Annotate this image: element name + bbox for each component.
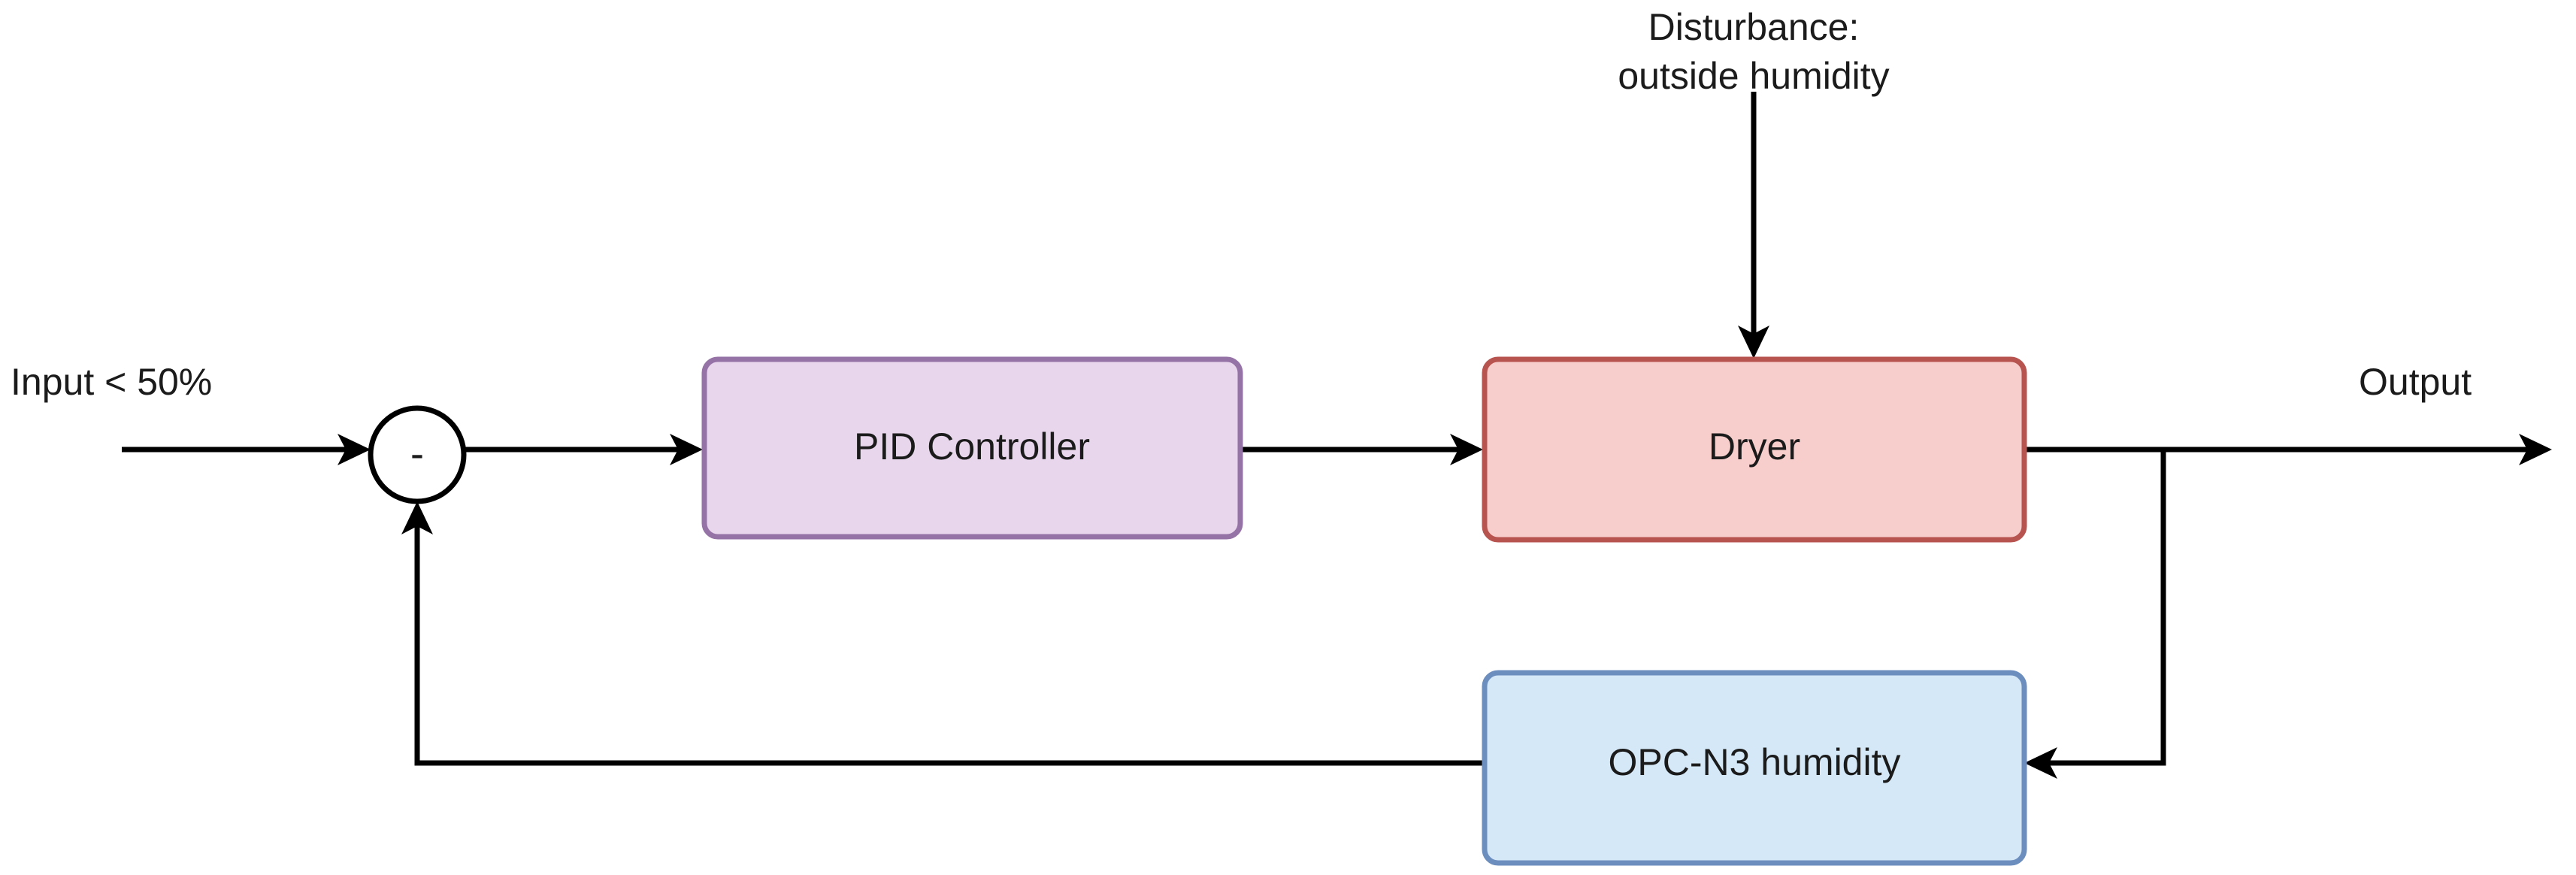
block-opc-n3-humidity[interactable]: OPC-N3 humidity bbox=[1482, 670, 2027, 866]
dryer-label: Dryer bbox=[1709, 425, 1800, 468]
dryer-rect bbox=[1482, 356, 2027, 543]
summing-junction-sign: - bbox=[410, 431, 424, 476]
edge-disturbance-to-plant bbox=[1738, 92, 1769, 359]
pid-controller-rect bbox=[701, 356, 1243, 540]
opc-n3-humidity-label: OPC-N3 humidity bbox=[1609, 741, 1901, 783]
pid-controller-label: PID Controller bbox=[854, 425, 1090, 468]
opc-n3-humidity-rect bbox=[1482, 670, 2027, 866]
block-pid-controller[interactable]: PID Controller bbox=[701, 356, 1243, 540]
arrowhead-output bbox=[2519, 434, 2552, 465]
arrowhead-disturbance bbox=[1738, 325, 1769, 359]
edge-controller-to-plant bbox=[1240, 434, 1483, 465]
arrowhead-sensor-in bbox=[2024, 747, 2057, 779]
disturbance-label-line1: Disturbance: bbox=[1648, 6, 1860, 48]
edge-plant-to-output bbox=[2024, 434, 2552, 465]
arrowhead-input bbox=[338, 434, 371, 465]
summing-junction-circle bbox=[368, 405, 467, 504]
block-dryer[interactable]: Dryer bbox=[1482, 356, 2027, 543]
input-label: Input < 50% bbox=[11, 361, 212, 403]
edge-plant-to-sensor bbox=[2024, 450, 2166, 779]
edge-input-to-sum bbox=[122, 434, 371, 465]
edge-sensor-to-sum bbox=[401, 501, 1485, 766]
edge-sum-to-controller bbox=[464, 434, 703, 465]
arrowhead-plant-in bbox=[1450, 434, 1483, 465]
output-label: Output bbox=[2359, 361, 2472, 403]
summing-junction[interactable]: - bbox=[368, 405, 467, 504]
arrowhead-sum-feedback bbox=[401, 501, 433, 534]
arrowhead-controller-in bbox=[670, 434, 703, 465]
disturbance-label-line2: outside humidity bbox=[1618, 55, 1889, 97]
